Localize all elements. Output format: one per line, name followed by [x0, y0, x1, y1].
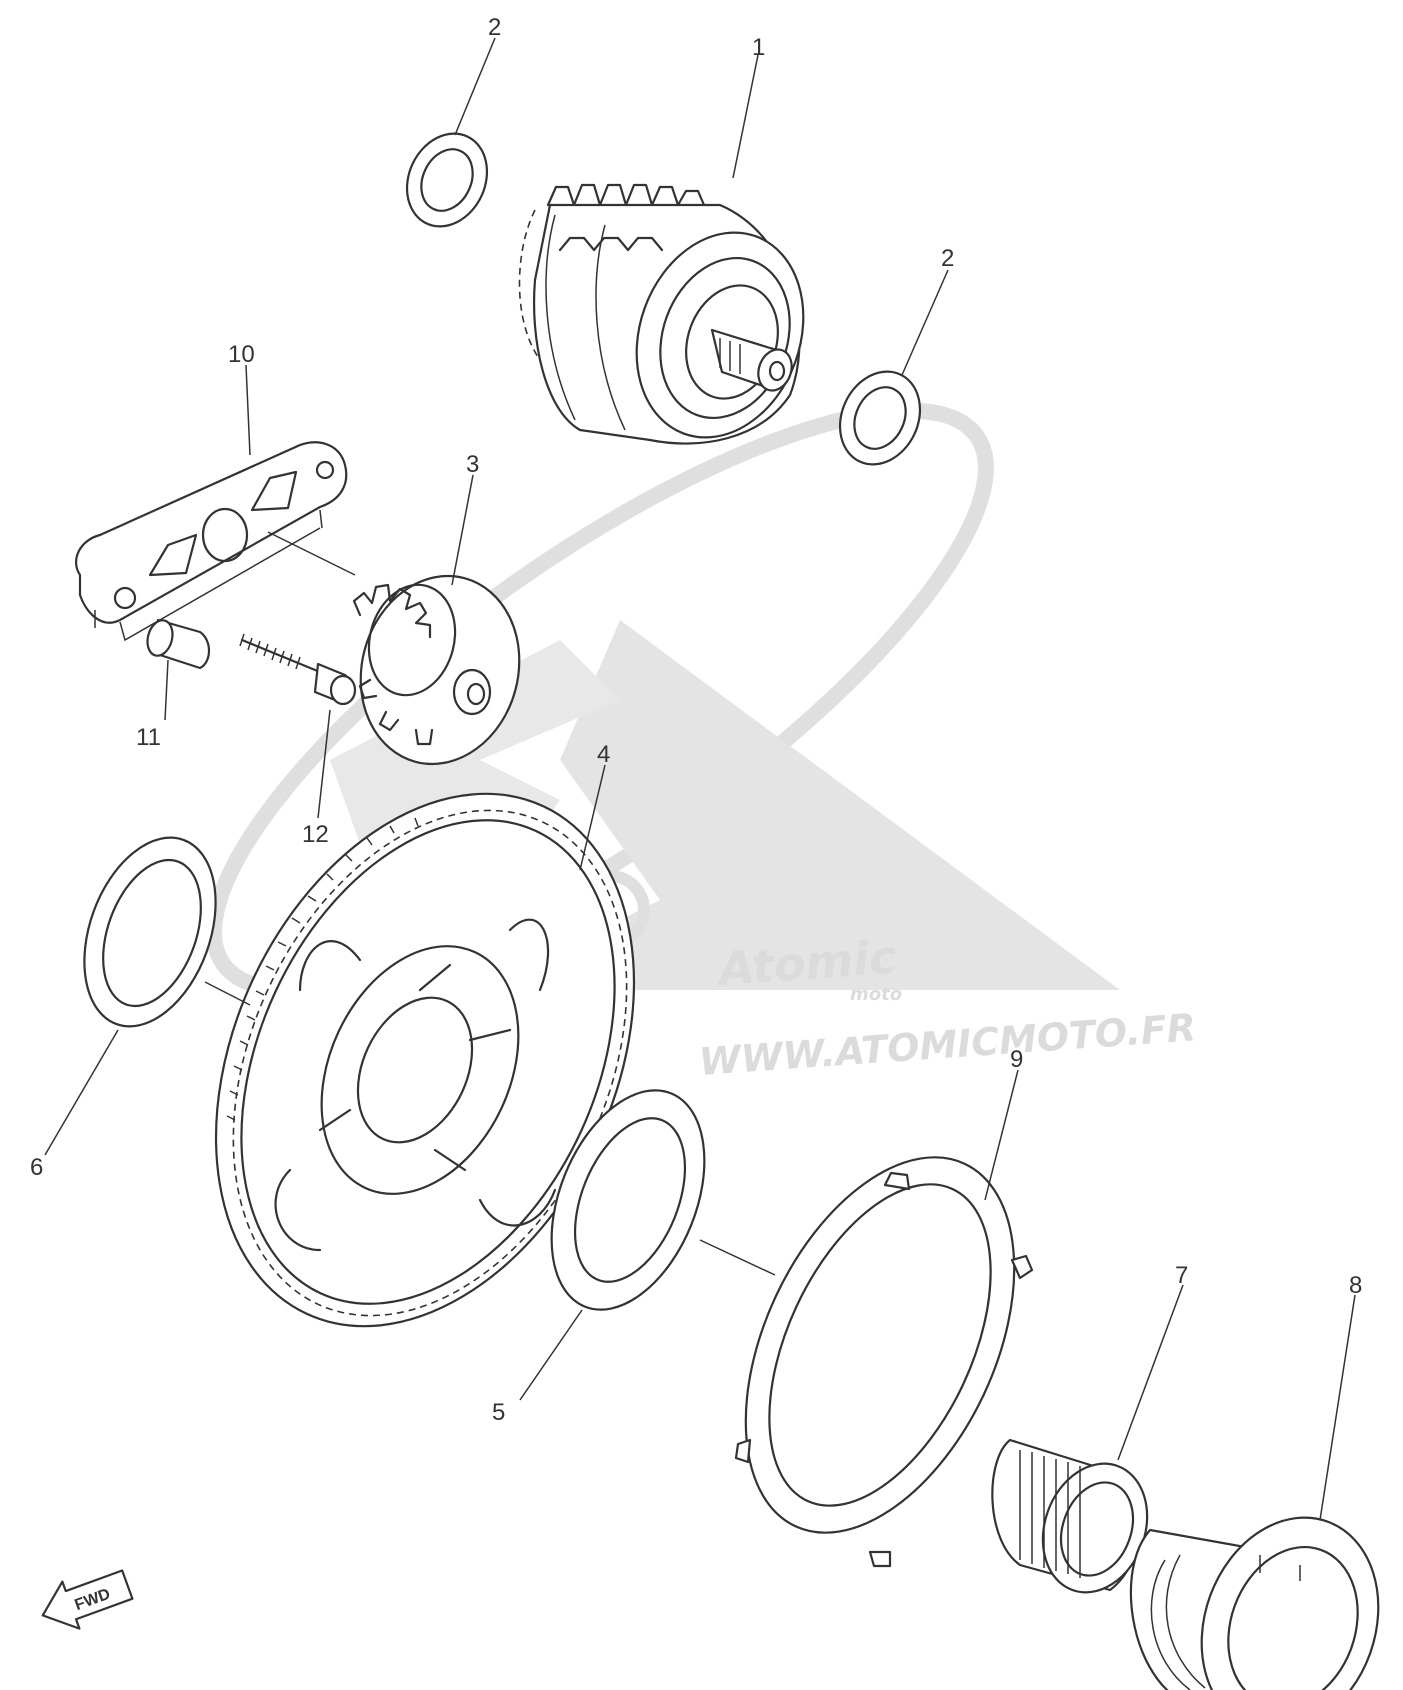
part-6-washer — [83, 836, 217, 1028]
part-7-bearing — [991, 1438, 1149, 1594]
part-1-gear-assembly — [518, 183, 805, 445]
part-3-idler-gear — [352, 574, 521, 766]
callout-8: 8 — [1349, 1272, 1362, 1299]
part-5-washer — [550, 1089, 706, 1311]
watermark-logo-text: Atomic — [714, 930, 898, 996]
part-9-plate — [734, 1156, 1034, 1568]
watermark-url: WWW.ATOMICMOTO.FR — [698, 1005, 1198, 1084]
fwd-arrow: FWD — [41, 1569, 134, 1630]
callout-9: 9 — [1010, 1046, 1023, 1073]
leader-lines — [44, 37, 1356, 1521]
callout-4: 4 — [597, 741, 610, 768]
callout-numbers: 1 2 2 3 4 5 6 7 8 9 10 11 12 — [30, 14, 1362, 1426]
callout-11: 11 — [136, 724, 161, 751]
part-8-housing — [1129, 1516, 1380, 1690]
callout-2-right: 2 — [941, 245, 954, 272]
assembly-lines — [204, 531, 776, 1276]
callout-12: 12 — [302, 821, 329, 848]
callout-3: 3 — [466, 451, 479, 478]
watermark-logo-subtext: moto — [850, 984, 902, 1005]
callout-6: 6 — [30, 1154, 43, 1181]
part-10-plate — [74, 441, 348, 642]
callout-1: 1 — [752, 34, 765, 61]
part-2-washer-right — [838, 370, 922, 466]
callout-5: 5 — [492, 1399, 505, 1426]
callout-7: 7 — [1175, 1262, 1188, 1289]
callout-2-top: 2 — [488, 14, 501, 41]
fwd-arrow-icon — [41, 1569, 134, 1630]
part-12-bolt — [239, 633, 357, 706]
part-2-washer-top — [405, 132, 489, 228]
part-11-collar — [146, 618, 211, 670]
callout-10: 10 — [228, 341, 255, 368]
